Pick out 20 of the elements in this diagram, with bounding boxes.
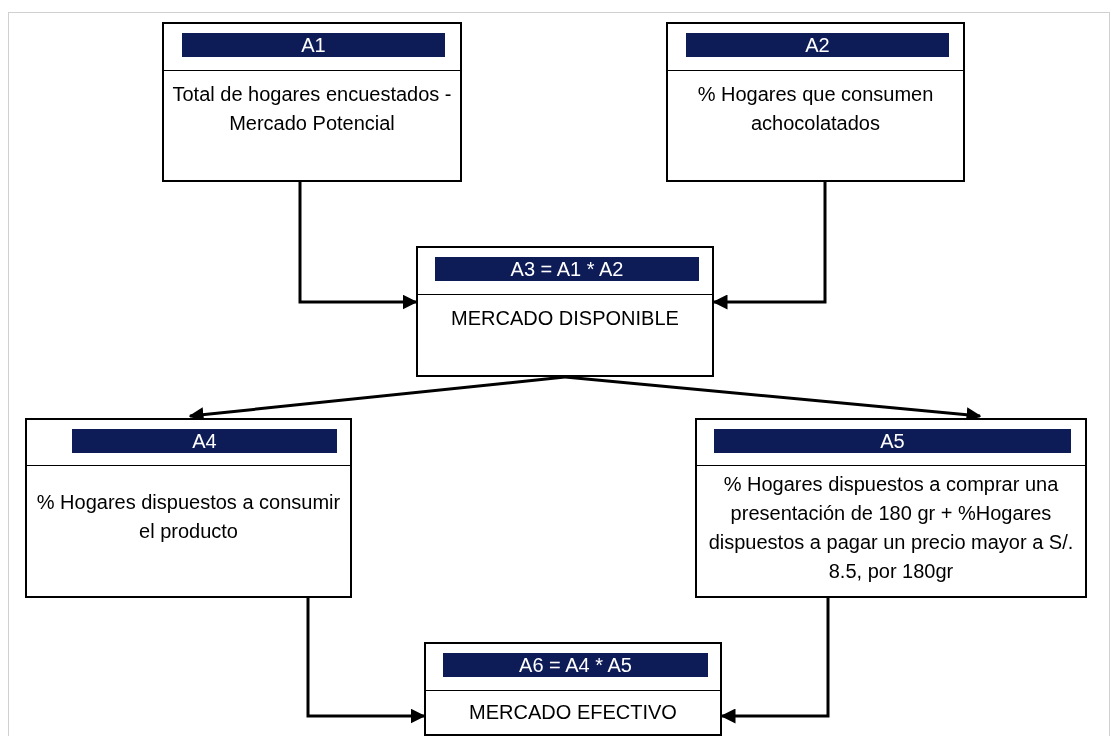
arrow	[298, 182, 418, 310]
process-box	[666, 22, 965, 182]
header-label: A6 = A4 * A5	[443, 653, 708, 677]
process-box	[424, 642, 722, 736]
box-text: MERCADO EFECTIVO	[468, 700, 678, 725]
box-text: Total de hogares encuestados - Mercado Potencial	[171, 82, 453, 136]
box-text: MERCADO DISPONIBLE	[450, 306, 680, 331]
header-label: A4	[72, 429, 337, 453]
header-label: A5	[714, 429, 1071, 453]
box-text: % Hogares dispuestos a comprar una presentación de 180 gr + %Hogares dispuestos a pagar un precio mayor a S/. 8.5, por 180gr	[707, 472, 1075, 584]
process-box	[416, 246, 714, 377]
box-text: % Hogares que consumen achocolatados	[696, 82, 935, 136]
box-text: % Hogares dispuestos a consumir el producto	[35, 490, 342, 544]
process-box	[25, 418, 352, 598]
process-box	[162, 22, 462, 182]
header-label: A2	[686, 33, 949, 57]
arrow	[306, 598, 426, 724]
process-box	[695, 418, 1087, 598]
header-label: A1	[182, 33, 445, 57]
header-label: A3 = A1 * A2	[435, 257, 699, 281]
